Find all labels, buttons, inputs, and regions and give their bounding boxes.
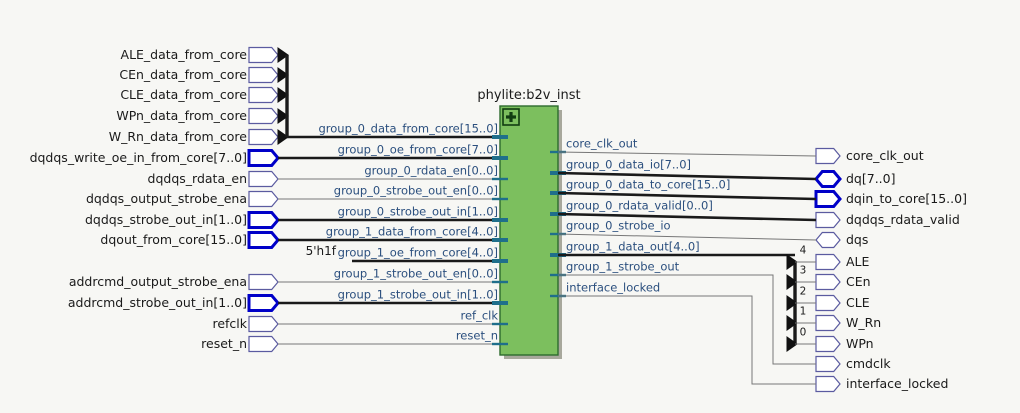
input-port-dqdqs_output_strobe_ena[interactable] [248,190,279,208]
net-label-group_1_strobe_out_en[0..0]: group_1_strobe_out_en[0..0] [333,266,498,281]
output-label-CLE: CLE [846,294,870,310]
input-port-refclk[interactable] [248,315,279,333]
wire-group_0_data_io[7..0] [557,171,817,181]
input-label-addrcmd_strobe_out_in[1..0]: addrcmd_strobe_out_in[1..0] [67,294,247,310]
input-port-dqdqs_write_oe_in_from_core[7..0][interactable] [247,149,280,167]
output-port-dqdqs_rdata_valid[interactable] [815,211,841,229]
wire-interface_locked [558,295,816,385]
net-label-group_0_data_from_core[15..0]: group_0_data_from_core[15..0] [318,121,498,136]
output-label-core_clk_out: core_clk_out [846,147,924,163]
output-port-core_clk_out[interactable] [815,147,841,165]
input-port-CLE_data_from_core[interactable] [248,86,279,104]
output-port-interface_locked[interactable] [815,375,841,393]
out-net-label-group_0_data_to_core[15..0]: group_0_data_to_core[15..0] [566,177,731,192]
split-arrow-CLE [786,295,798,311]
out-net-label-group_1_strobe_out: group_1_strobe_out [566,259,680,274]
output-port-CLE[interactable] [815,294,841,312]
net-label-group_0_rdata_en[0..0]: group_0_rdata_en[0..0] [364,163,498,178]
output-label-ALE: ALE [846,253,870,269]
input-label-dqdqs_write_oe_in_from_core[7..0]: dqdqs_write_oe_in_from_core[7..0] [29,149,247,165]
output-label-dqs: dqs [846,231,869,247]
plus-icon[interactable] [506,112,516,122]
output-label-dq[7..0]: dq[7..0] [846,170,896,186]
split-arrow-CEn [786,274,798,290]
output-label-WPn: WPn [846,335,874,351]
input-label-reset_n: reset_n [201,335,247,351]
net-label-group_1_data_from_core[4..0]: group_1_data_from_core[4..0] [325,224,498,239]
input-port-dqdqs_rdata_en[interactable] [248,170,279,188]
input-label-dqdqs_output_strobe_ena: dqdqs_output_strobe_ena [85,190,247,206]
input-port-addrcmd_strobe_out_in[1..0][interactable] [247,294,280,312]
output-port-dqs[interactable] [815,231,841,249]
output-port-dqin_to_core[15..0][interactable] [814,190,842,208]
out-net-label-group_0_data_io[7..0]: group_0_data_io[7..0] [566,157,692,172]
net-label-group_0_strobe_out_in[1..0]: group_0_strobe_out_in[1..0] [337,204,498,219]
merge-arrow-WPn_data_from_core [277,108,289,124]
out-net-label-core_clk_out: core_clk_out [566,136,638,151]
output-port-cmdclk[interactable] [815,355,841,373]
out-net-label-group_1_data_out[4..0]: group_1_data_out[4..0] [566,239,700,254]
input-port-W_Rn_data_from_core[interactable] [248,128,279,146]
merge-arrow-CEn_data_from_core [277,67,289,83]
output-label-CEn: CEn [846,273,871,289]
output-label-dqdqs_rdata_valid: dqdqs_rdata_valid [846,211,960,227]
output-port-WPn[interactable] [815,335,841,353]
input-label-W_Rn_data_from_core: W_Rn_data_from_core [108,128,247,144]
input-label-CEn_data_from_core: CEn_data_from_core [119,66,247,82]
bit-index-W_Rn: 1 [799,305,807,318]
net-label-group_0_oe_from_core[7..0]: group_0_oe_from_core[7..0] [337,142,498,157]
merge-arrow-W_Rn_data_from_core [277,129,289,145]
input-port-addrcmd_output_strobe_ena[interactable] [248,273,279,291]
bit-index-ALE: 4 [799,244,807,257]
bit-index-CEn: 3 [799,264,807,277]
input-label-ALE_data_from_core: ALE_data_from_core [120,46,247,62]
input-label-dqdqs_strobe_out_in[1..0]: dqdqs_strobe_out_in[1..0] [84,211,247,227]
input-port-dqdqs_strobe_out_in[1..0][interactable] [247,211,280,229]
output-label-dqin_to_core[15..0]: dqin_to_core[15..0] [846,190,967,206]
net-label-group_0_strobe_out_en[0..0]: group_0_strobe_out_en[0..0] [333,183,498,198]
output-port-ALE[interactable] [815,253,841,271]
wire-core_clk_out [557,151,817,157]
output-port-W_Rn[interactable] [815,314,841,332]
merge-arrow-CLE_data_from_core [277,87,289,103]
input-label-dqout_from_core[15..0]: dqout_from_core[15..0] [100,231,247,247]
split-arrow-ALE [786,254,798,270]
bit-index-WPn: 0 [799,326,807,339]
output-port-CEn[interactable] [815,273,841,291]
input-label-WPn_data_from_core: WPn_data_from_core [116,107,247,123]
wire-group_0_rdata_valid[0..0] [557,212,817,222]
input-label-addrcmd_output_strobe_ena: addrcmd_output_strobe_ena [68,273,247,289]
input-port-WPn_data_from_core[interactable] [248,107,279,125]
input-port-reset_n[interactable] [248,335,279,353]
input-port-dqout_from_core[15..0][interactable] [247,231,280,249]
output-label-W_Rn: W_Rn [846,314,882,330]
input-port-ALE_data_from_core[interactable] [248,46,279,64]
out-net-label-group_0_strobe_io: group_0_strobe_io [566,218,671,233]
wire-group_0_strobe_io [557,233,817,241]
block-title: phylite:b2v_inst [477,88,581,103]
merge-arrow-ALE_data_from_core [277,47,289,63]
net-label-group_1_oe_from_core[4..0]: group_1_oe_from_core[4..0] [337,245,498,260]
bit-index-CLE: 2 [799,285,807,298]
block-body[interactable] [499,105,559,356]
net-label-reset_n: reset_n [455,328,498,343]
out-net-label-group_0_rdata_valid[0..0]: group_0_rdata_valid[0..0] [566,198,713,213]
wire-group_0_data_to_core[15..0] [557,191,817,201]
net-label-group_1_strobe_out_in[1..0]: group_1_strobe_out_in[1..0] [337,287,498,302]
output-label-cmdclk: cmdclk [846,355,891,371]
wire-group_1_strobe_out [558,274,816,365]
out-net-label-interface_locked: interface_locked [566,280,661,295]
net-label-ref_clk: ref_clk [460,308,498,323]
output-port-dq[7..0][interactable] [814,170,842,188]
input-label-refclk: refclk [212,315,247,331]
input-label-CLE_data_from_core: CLE_data_from_core [120,86,247,102]
constant-label-5'h1f: 5'h1f [305,244,336,258]
input-port-CEn_data_from_core[interactable] [248,66,279,84]
output-label-interface_locked: interface_locked [846,375,949,391]
split-arrow-W_Rn [786,315,798,331]
split-arrow-WPn [786,336,798,352]
input-label-dqdqs_rdata_en: dqdqs_rdata_en [147,170,247,186]
